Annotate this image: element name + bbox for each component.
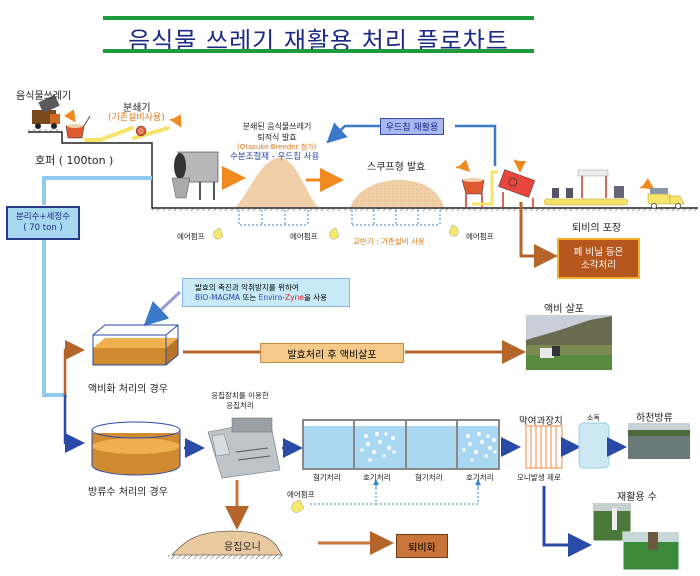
woodchip-recycle-arrow — [326, 122, 380, 144]
microbe-note-line1: 발효의 촉진과 악취방지를 위하여 — [195, 282, 299, 292]
discharge-case-label: 방류수 처리의 경우 — [88, 487, 168, 498]
coagulation-line1: 응집장치를 이용한 — [211, 391, 269, 400]
crusher-icon — [135, 114, 182, 137]
note-pointer — [143, 290, 182, 327]
drum-fermenter-icon — [171, 151, 219, 200]
separated-water-line — [42, 236, 67, 397]
tank-label-2: 호기처리 — [363, 473, 391, 482]
to-discharge-tank-arrow — [63, 395, 85, 453]
disinfection-label: 소독 — [587, 414, 600, 422]
incineration-arrow — [519, 202, 558, 268]
food-waste-label: 음식물쓰레기 — [16, 91, 72, 102]
tank-label-3: 혐기처리 — [415, 473, 443, 482]
air-bubbles — [360, 432, 497, 462]
reuse-water-label: 재활용 수 — [617, 492, 657, 503]
air-pump-label-4: 에어펌프 — [287, 490, 315, 499]
ground-line — [28, 129, 698, 211]
separated-water-line — [42, 176, 152, 205]
microbe-note-line2: BIO-MAGMA 또는 Enviro-Zyne을 사용 — [195, 293, 327, 303]
liquid-fertilizer-tank — [92, 324, 179, 366]
zyne-text: Zyne — [285, 292, 304, 302]
reuse-arrow — [542, 486, 592, 557]
compost-pile-2 — [350, 180, 444, 207]
air-pump-icon — [213, 224, 459, 240]
screening-equipment-icon — [461, 159, 536, 208]
bio-magma-text: BIO-MAGMA — [195, 292, 241, 302]
composting-box: 퇴비화 — [396, 534, 448, 558]
scoop-fermentation-label: 스쿠프형 발효 — [367, 162, 426, 173]
disinfection-tank — [578, 422, 610, 469]
sludge-ground — [168, 555, 284, 559]
liquid-spray-label: 액비 살포 — [544, 304, 584, 315]
aeration-pipes — [238, 210, 441, 226]
coagulation-line2: 응집처리 — [226, 401, 254, 410]
garbage-truck-icon — [32, 94, 60, 129]
pile-label: 분쇄된 음식물쓰레기 퇴적식 발효 — [232, 121, 322, 143]
sludge-pile — [171, 530, 283, 556]
tank-label-4: 호기처리 — [466, 473, 494, 482]
crusher-label: 분쇄기 — [123, 103, 151, 114]
conveyor-icon — [84, 126, 170, 142]
packaging-label: 퇴비의 포장 — [572, 223, 622, 234]
liquid-spray-photo — [526, 315, 612, 370]
fermentation-process-box: 발효처리 후 액비살포 — [260, 343, 404, 363]
woodchip-recycle-box: 우드칩 재활용 — [380, 118, 444, 135]
pile-label-line2: 퇴적식 발효 — [257, 133, 297, 142]
compost-pile-1 — [236, 158, 318, 207]
reuse-water-photo — [592, 502, 680, 571]
pile-note: (Otasuke-Breeder 첨가) — [237, 143, 317, 151]
separated-water-box: 분리수+세정수 ( 70 ton ) — [6, 206, 80, 240]
air-pump-label-2: 에어펌프 — [290, 232, 318, 241]
microbe-note-box: 발효의 촉진과 악취방지를 위하여 BIO-MAGMA 또는 Enviro-Zy… — [182, 278, 350, 307]
hopper-bin-icon — [64, 109, 91, 139]
aeration-pipes — [310, 484, 479, 505]
use-text: 을 사용 — [303, 292, 328, 302]
crusher-note: (기존설비사용) — [108, 113, 165, 123]
air-pump-label-1: 에어펌프 — [177, 232, 205, 241]
enviro-text: Enviro- — [258, 292, 286, 302]
separated-water-line1: 분리수+세정수 — [15, 212, 71, 222]
membrane-label: 막여과장치 — [519, 416, 563, 427]
tank-label-1: 혐기처리 — [313, 473, 341, 482]
sludge-label: 응집오니 — [224, 542, 261, 553]
river-photo — [628, 423, 690, 459]
river-discharge-label: 하천방류 — [636, 413, 673, 424]
discharge-tank — [91, 421, 181, 476]
woodchip-recycle-label: 우드칩 재활용 — [385, 123, 439, 133]
to-liquid-tank-arrow — [63, 340, 85, 395]
liquid-case-label: 액비화 처리의 경우 — [88, 384, 168, 395]
fermentation-process-label: 발효처리 후 액비살포 — [287, 349, 377, 361]
membrane-filter-icon — [525, 425, 563, 469]
sludge-zero-label: 오니발생 제로 — [517, 473, 561, 482]
air-pump-icon — [291, 499, 305, 513]
coagulation-label: 응집장치를 이용한 응집처리 — [200, 391, 280, 411]
delivery-truck-icon — [647, 188, 685, 209]
flow-arrow — [455, 159, 471, 173]
treatment-tanks — [302, 419, 500, 470]
woodchip-recycle-line — [455, 124, 497, 166]
or-text: 또는 — [240, 292, 259, 302]
composting-label: 퇴비화 — [408, 542, 436, 554]
hopper-label: 호퍼 ( 100ton ) — [35, 154, 114, 167]
pile-label-line1: 분쇄된 음식물쓰레기 — [242, 122, 312, 131]
coagulation-device-icon — [207, 417, 281, 479]
title-bar-bottom — [103, 49, 534, 53]
packaging-line-icon — [543, 169, 655, 206]
agitator-note: 교반기 : 기존설비 사용 — [353, 237, 425, 246]
incineration-box: 폐 비닐 등은 소각처리 — [557, 238, 640, 279]
incineration-line2: 소각처리 — [581, 259, 616, 271]
air-pump-label-3: 에어펌프 — [466, 232, 494, 241]
incineration-line1: 폐 비닐 등은 — [573, 246, 624, 258]
separated-water-line2: ( 70 ton ) — [23, 223, 63, 233]
title-bar-top — [103, 16, 534, 20]
moisture-note: 수분조절제 - 우드칩 사용 — [230, 152, 320, 162]
